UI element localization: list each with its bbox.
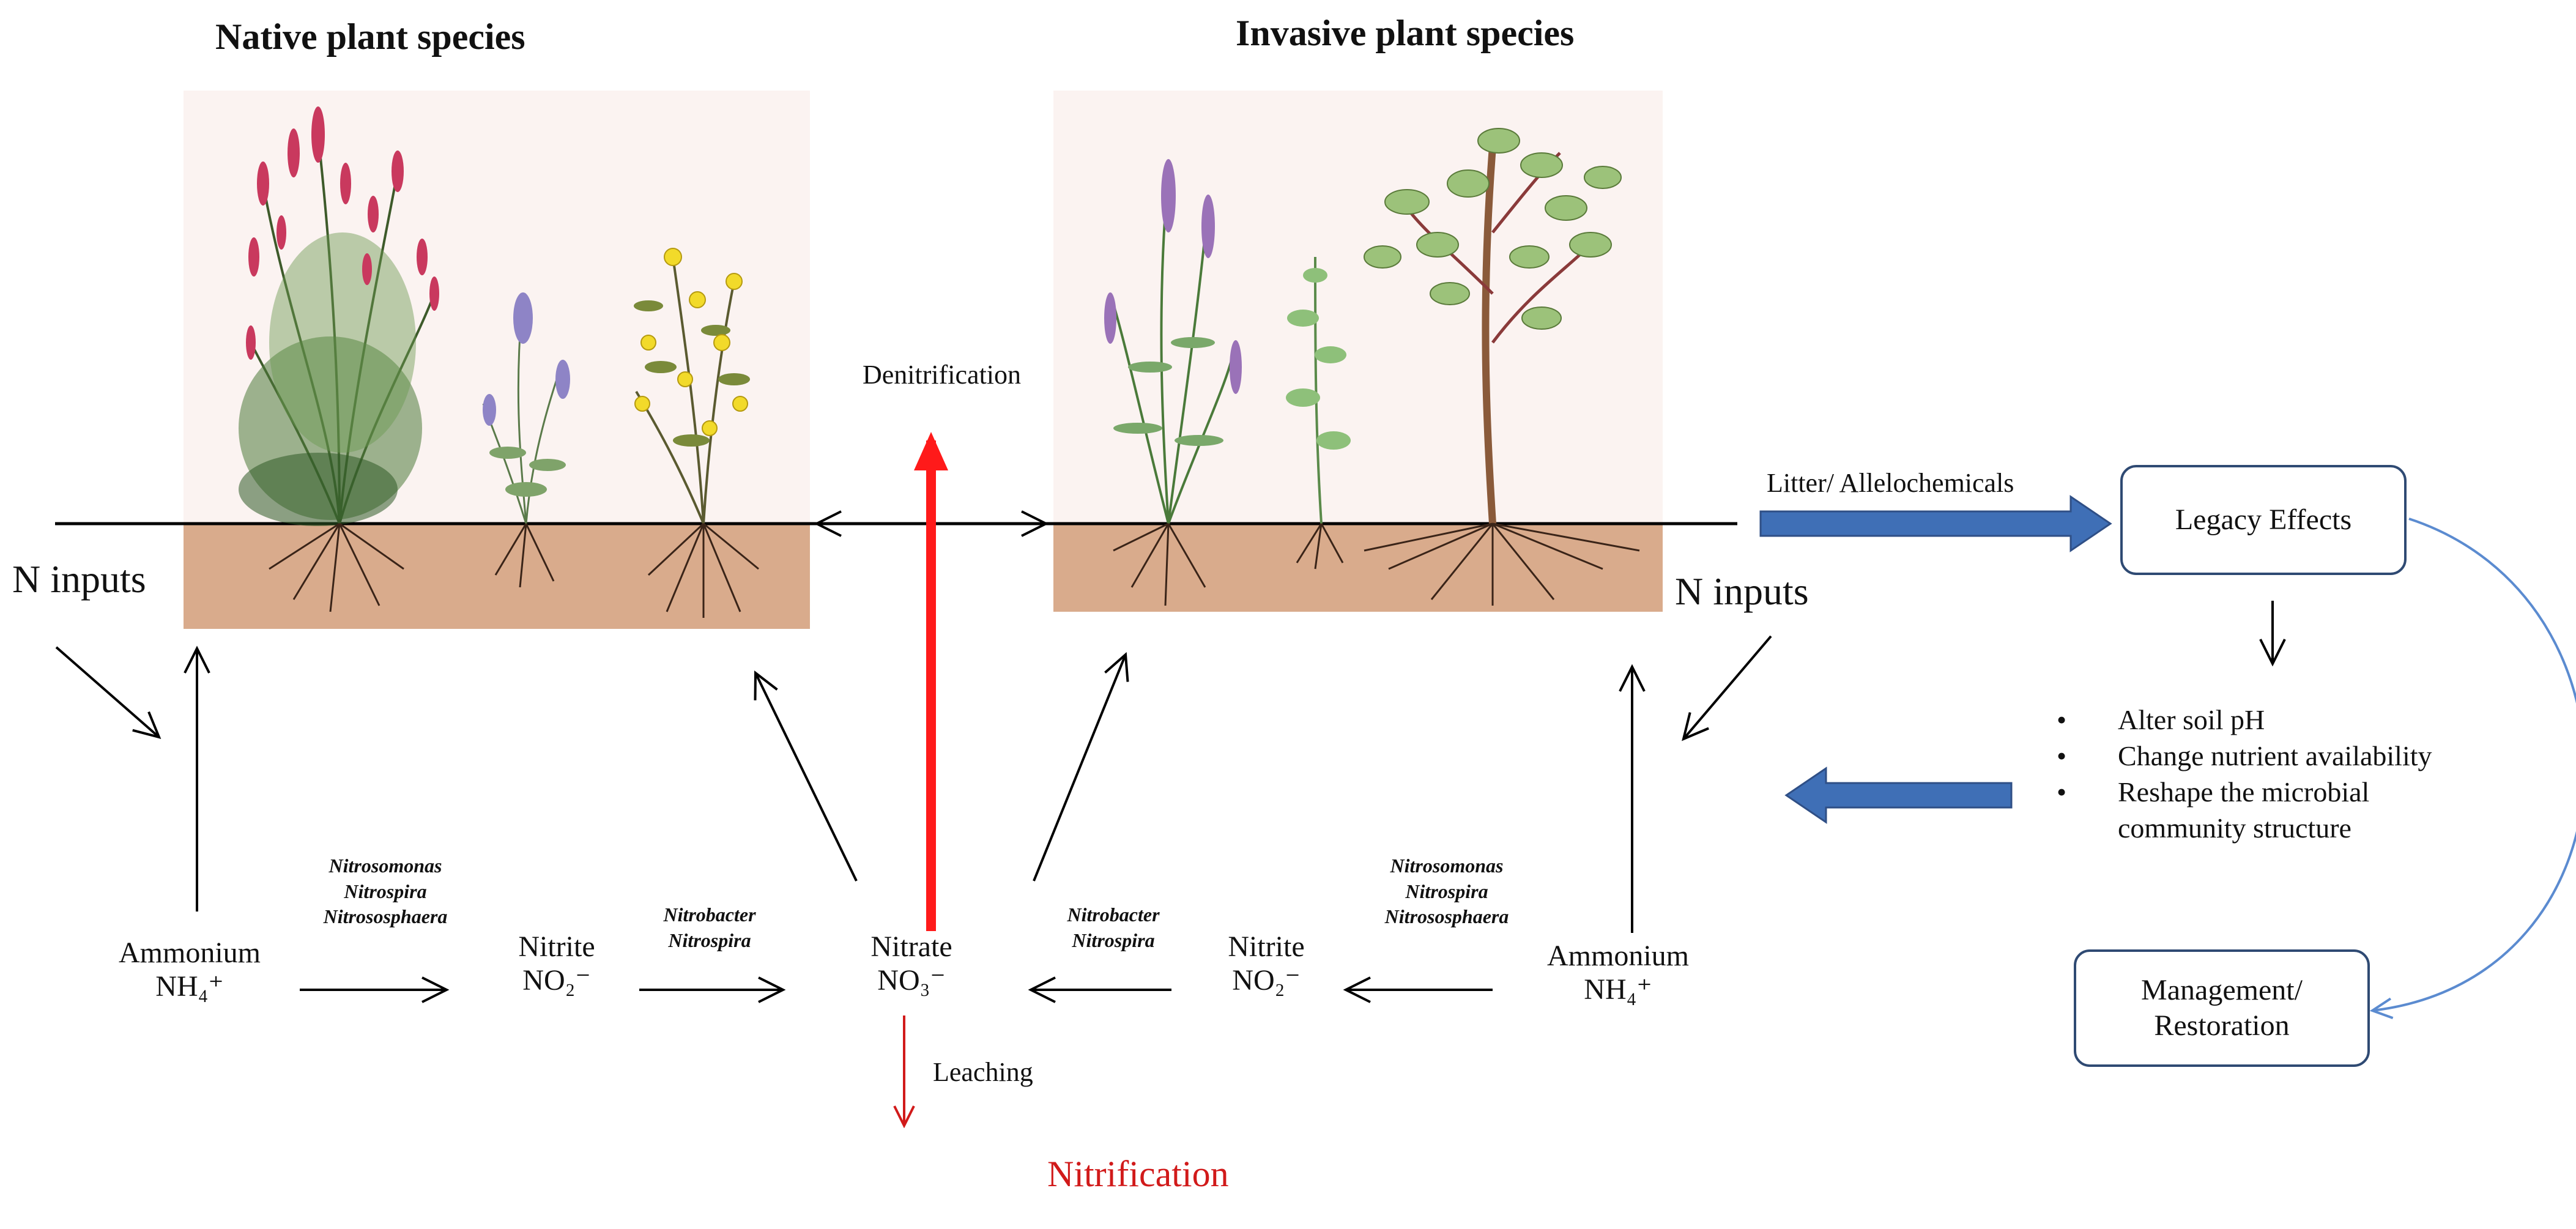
effect-item: •Alter soil pH <box>2057 704 2265 735</box>
effect-item: community structure <box>2057 811 2432 847</box>
nitrate-node: Nitrate NO₃⁻ <box>850 930 973 997</box>
nitrite-right-name: Nitrite <box>1228 930 1305 963</box>
management-line2: Restoration <box>2154 1009 2290 1042</box>
ammonium-right-formula: NH₄⁺ <box>1584 973 1652 1006</box>
n-inputs-left-label: N inputs <box>12 557 146 601</box>
bacteria-nitrite-nitrate-right: Nitrobacter Nitrospira <box>1040 902 1187 953</box>
bacteria-name: Nitrosomonas <box>1390 855 1504 877</box>
litter-label: Litter/ Allelochemicals <box>1767 468 2014 498</box>
effect-item: •Change nutrient availability <box>2057 740 2432 771</box>
effect-item: •Reshape the microbial <box>2057 776 2370 808</box>
nitrite-left-node: Nitrite NO₂⁻ <box>502 930 612 997</box>
bacteria-name: Nitrospira <box>344 880 427 902</box>
ammonium-left-node: Ammonium NH₄⁺ <box>107 936 272 1003</box>
native-plant-spike <box>239 106 439 526</box>
leaching-label: Leaching <box>933 1057 1033 1087</box>
bacteria-name: Nitrospira <box>1072 929 1155 951</box>
bacteria-name: Nitrospira <box>668 929 751 951</box>
nitrate-to-invasive-arrow <box>1033 652 1129 882</box>
effect-text: Reshape the microbial <box>2118 776 2370 808</box>
management-line1: Management/ <box>2141 974 2303 1007</box>
bacteria-name: Nitrosomonas <box>328 855 442 877</box>
invasive-soil <box>1053 524 1663 612</box>
invasive-roots <box>1113 522 1640 606</box>
nitrate-formula: NO₃⁻ <box>877 964 946 997</box>
bacteria-name: Nitrososphaera <box>1384 905 1509 928</box>
nitrite-left-name: Nitrite <box>518 930 595 963</box>
effects-list: •Alter soil pH •Change nutrient availabi… <box>2057 702 2432 847</box>
n-inputs-right-arrow <box>1682 635 1772 741</box>
ammonium-right-name: Ammonium <box>1546 940 1689 972</box>
nitrite-right-node: Nitrite NO₂⁻ <box>1211 930 1321 997</box>
native-roots <box>269 522 759 618</box>
native-heading: Native plant species <box>215 17 525 57</box>
nitrification-label: Nitrification <box>1047 1154 1229 1194</box>
invasive-heading: Invasive plant species <box>1236 13 1575 53</box>
bacteria-amm-nitrite-left: Nitrosomonas Nitrospira Nitrososphaera <box>300 853 471 930</box>
feedback-block-arrow <box>1784 767 2013 824</box>
nitrite-left-formula: NO₂⁻ <box>522 964 591 997</box>
native-plant-lupine <box>482 292 570 524</box>
native-soil <box>184 524 810 629</box>
legacy-effects-box: Legacy Effects <box>2120 465 2407 575</box>
bacteria-name: Nitrososphaera <box>323 905 448 928</box>
invasive-plant-tree <box>1364 128 1622 524</box>
ammonium-left-formula: NH₄⁺ <box>155 970 224 1003</box>
litter-block-arrow <box>1759 495 2112 552</box>
effect-text: community structure <box>2118 812 2351 844</box>
bacteria-amm-nitrite-right: Nitrosomonas Nitrospira Nitrososphaera <box>1355 853 1539 930</box>
n-inputs-right-label: N inputs <box>1675 570 1809 613</box>
legacy-effects-label: Legacy Effects <box>2175 503 2352 537</box>
invasive-plant-loosestrife <box>1104 159 1242 524</box>
nitrite-right-formula: NO₂⁻ <box>1232 964 1301 997</box>
bacteria-nitrite-nitrate-left: Nitrobacter Nitrospira <box>636 902 783 953</box>
effect-text: Alter soil pH <box>2118 704 2265 735</box>
ammonium-right-node: Ammonium NH₄⁺ <box>1535 939 1701 1006</box>
native-plant-yellow <box>634 248 750 524</box>
n-inputs-left-arrow <box>55 646 161 739</box>
bacteria-name: Nitrobacter <box>1067 904 1160 926</box>
effect-text: Change nutrient availability <box>2118 740 2432 771</box>
ammonium-left-name: Ammonium <box>118 937 261 969</box>
invasive-plant-small <box>1286 256 1351 524</box>
nitrate-name: Nitrate <box>870 930 952 963</box>
bacteria-name: Nitrobacter <box>663 904 756 926</box>
denitrification-label: Denitrification <box>863 360 1022 390</box>
nitrate-to-native-arrow <box>754 670 858 882</box>
management-box: Management/ Restoration <box>2074 949 2370 1067</box>
bacteria-name: Nitrospira <box>1405 880 1488 902</box>
legacy-to-management-curve <box>2372 518 2576 1011</box>
